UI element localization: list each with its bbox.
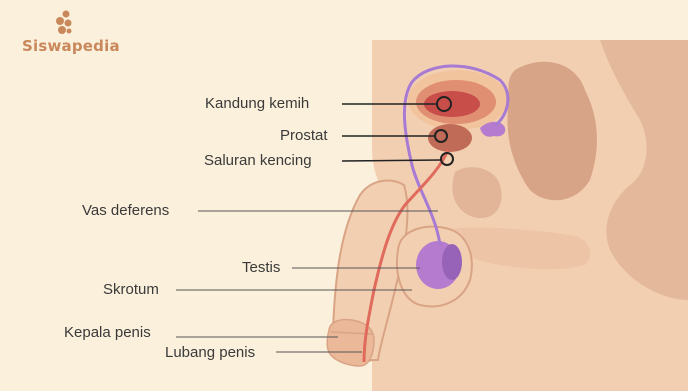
label-testis: Testis bbox=[242, 259, 280, 277]
epididymis-shape bbox=[442, 244, 462, 280]
grape-logo-icon bbox=[52, 10, 74, 36]
label-saluran-kencing: Saluran kencing bbox=[204, 152, 312, 170]
label-kepala-penis: Kepala penis bbox=[64, 324, 151, 342]
label-vas-deferens: Vas deferens bbox=[82, 202, 169, 220]
label-prostat: Prostat bbox=[280, 127, 328, 145]
brand: Siswapedia bbox=[22, 10, 120, 55]
label-lubang-penis: Lubang penis bbox=[165, 344, 255, 362]
leader-saluran-kencing bbox=[342, 160, 441, 161]
label-kandung-kemih: Kandung kemih bbox=[205, 95, 309, 113]
label-skrotum: Skrotum bbox=[103, 281, 159, 299]
brand-name: Siswapedia bbox=[22, 37, 120, 55]
